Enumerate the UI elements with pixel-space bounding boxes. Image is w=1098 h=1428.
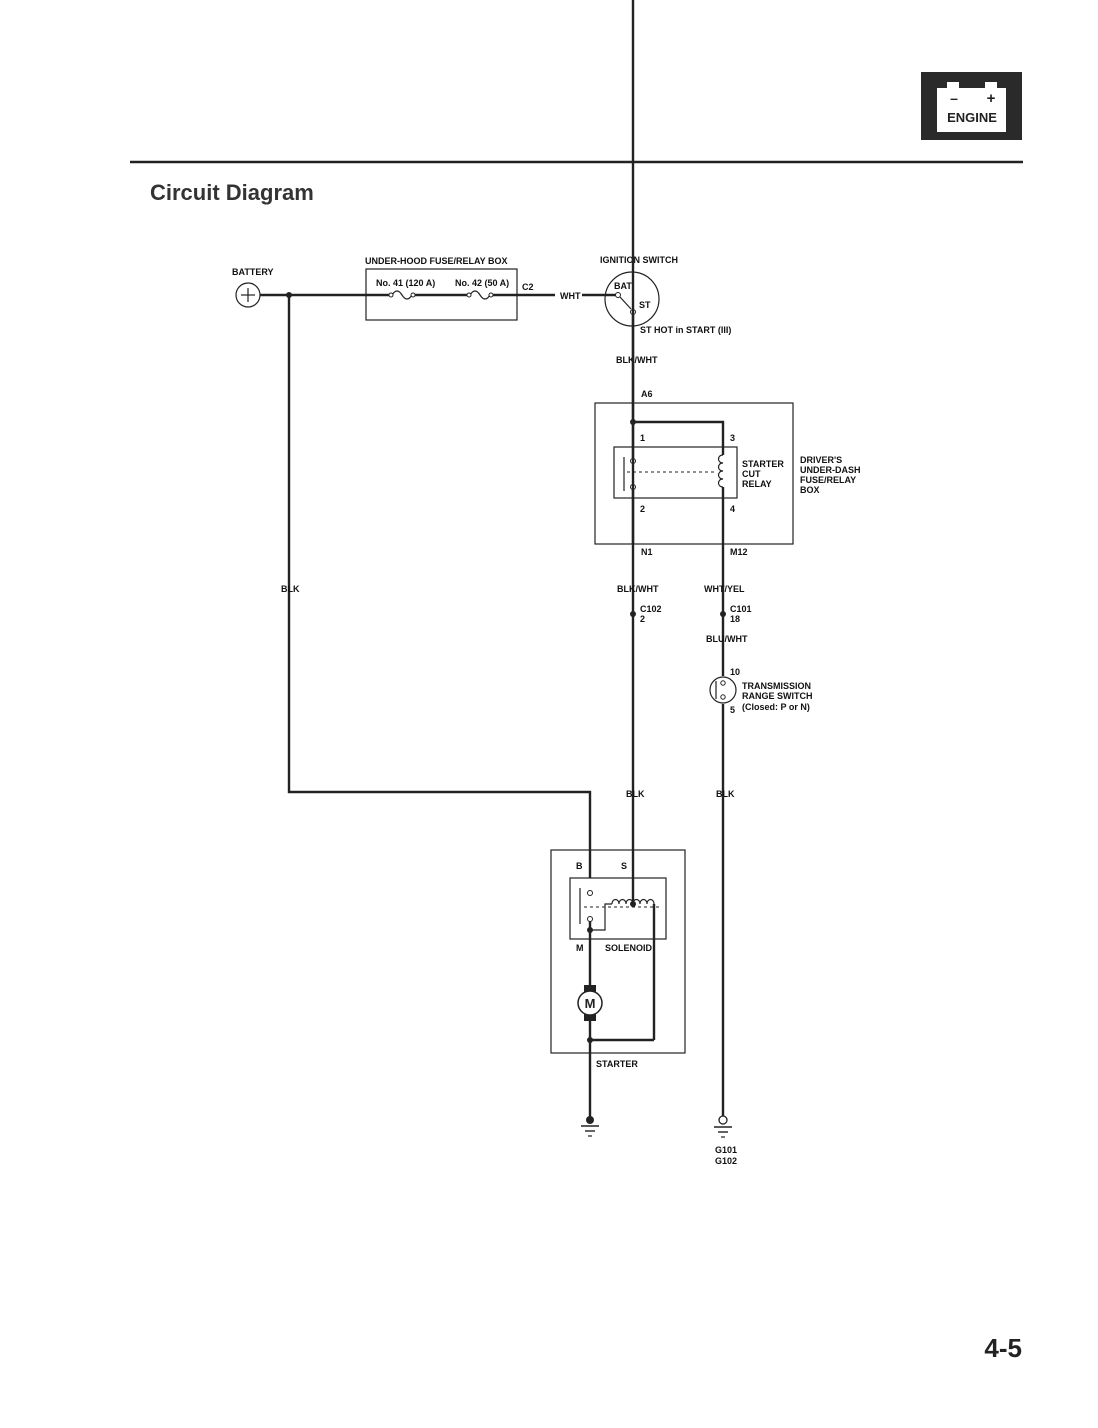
dash-box-label-1: DRIVER'S <box>800 455 842 465</box>
dash-box-label-3: FUSE/RELAY <box>800 475 856 485</box>
fuse-42-label: No. 42 (50 A) <box>455 278 509 288</box>
wire-blk-s: BLK <box>626 789 645 799</box>
starter-motor: M <box>577 985 603 1021</box>
relay-coil-symbol <box>717 454 724 488</box>
solenoid-label: SOLENOID <box>605 943 653 953</box>
ground-g101: G101 <box>715 1145 737 1155</box>
trs-pin-10: 10 <box>730 667 740 677</box>
dash-box-label-2: UNDER-DASH <box>800 465 861 475</box>
relay-label-1: STARTER <box>742 459 784 469</box>
starter-cut-relay <box>613 446 738 499</box>
section-title: Circuit Diagram <box>150 180 314 205</box>
fuse-41-label: No. 41 (120 A) <box>376 278 435 288</box>
dash-a6-label: A6 <box>641 389 653 399</box>
solenoid-coil-2 <box>632 898 655 905</box>
solenoid-coil-1 <box>611 898 634 905</box>
starter-s-label: S <box>621 861 627 871</box>
fuse-41-symbol <box>391 290 413 300</box>
wire-blu-wht: BLU/WHT <box>706 634 748 644</box>
engine-badge: – + ENGINE <box>921 72 1022 140</box>
fuse-box-label: UNDER-HOOD FUSE/RELAY BOX <box>365 256 508 266</box>
wire-wht-yel: WHT/YEL <box>704 584 745 594</box>
badge-plus: + <box>987 90 996 107</box>
badge-minus: – <box>950 90 958 106</box>
connector-c102 <box>630 611 636 617</box>
trs-label-2: RANGE SWITCH <box>742 691 813 701</box>
starter-b-label: B <box>576 861 583 871</box>
c102-label: C102 <box>640 604 662 614</box>
relay-label-2: CUT <box>742 469 761 479</box>
chassis-ground-icon <box>714 1115 732 1138</box>
wire-blk-left: BLK <box>281 584 300 594</box>
c102-pin: 2 <box>640 614 645 624</box>
ign-bat-label: BAT <box>614 281 632 291</box>
ign-st-label: ST <box>639 300 651 310</box>
starter-box <box>550 849 686 1054</box>
connector-c101 <box>720 611 726 617</box>
starter-label: STARTER <box>596 1059 638 1069</box>
page-number: 4-5 <box>984 1333 1022 1363</box>
starter-ground-icon <box>581 1116 599 1137</box>
transmission-range-switch <box>709 676 737 704</box>
relay-pin-3: 3 <box>730 433 735 443</box>
badge-label: ENGINE <box>947 110 997 125</box>
dash-n1-label: N1 <box>641 547 653 557</box>
trs-label-3: (Closed: P or N) <box>742 702 810 712</box>
wire-blk-wht-mid: BLK/WHT <box>617 584 659 594</box>
dash-m12-label: M12 <box>730 547 748 557</box>
wire-blk-wht-top: BLK/WHT <box>616 355 658 365</box>
wire-blk-right: BLK <box>716 789 735 799</box>
relay-pin-4: 4 <box>730 504 735 514</box>
battery-symbol <box>235 282 261 308</box>
fuse-42-symbol <box>469 290 491 300</box>
dash-box-label-4: BOX <box>800 485 820 495</box>
wire-wht-label: WHT <box>560 291 581 301</box>
ign-note-label: ST HOT in START (III) <box>640 325 731 335</box>
relay-label-3: RELAY <box>742 479 772 489</box>
fuse-connector-label: C2 <box>522 282 534 292</box>
trs-pin-5: 5 <box>730 705 735 715</box>
ground-g102: G102 <box>715 1156 737 1166</box>
c101-pin: 18 <box>730 614 740 624</box>
relay-pin-2: 2 <box>640 504 645 514</box>
relay-pin-1: 1 <box>640 433 645 443</box>
battery-label: BATTERY <box>232 267 274 277</box>
solenoid-box <box>569 877 667 940</box>
motor-label: M <box>585 996 596 1011</box>
c101-label: C101 <box>730 604 752 614</box>
ignition-switch-label: IGNITION SWITCH <box>600 255 678 265</box>
under-dash-fuse-box <box>594 402 794 545</box>
starter-m-label: M <box>576 943 584 953</box>
trs-label-1: TRANSMISSION <box>742 681 811 691</box>
